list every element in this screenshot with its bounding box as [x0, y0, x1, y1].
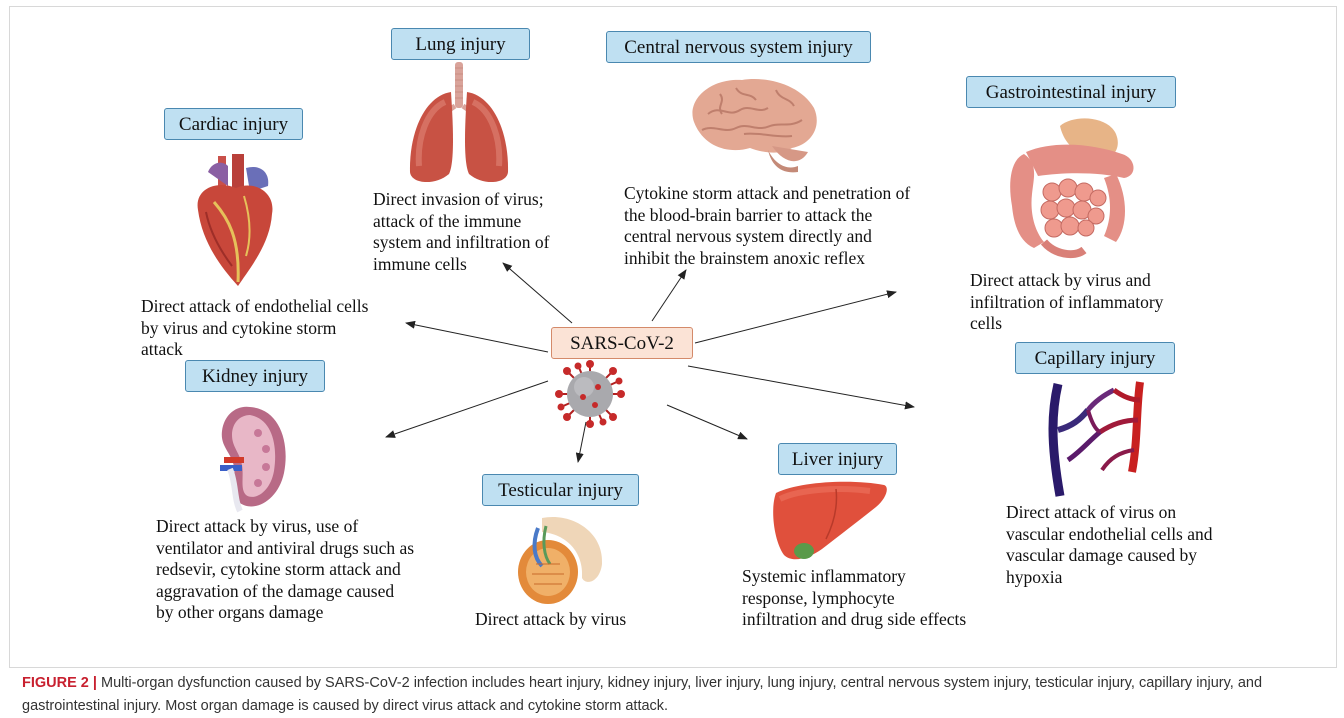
figure-caption: FIGURE 2 | Multi-organ dysfunction cause… [22, 672, 1322, 718]
capillary-injury-label: Capillary injury [1015, 342, 1175, 374]
lung-description: Direct invasion of virus;attack of the i… [373, 189, 549, 275]
cns-injury-label: Central nervous system injury [606, 31, 871, 63]
kidney-injury-label: Kidney injury [185, 360, 325, 392]
testicular-description: Direct attack by virus [475, 609, 626, 631]
kidney-icon [210, 403, 290, 513]
virus-label: SARS-CoV-2 [551, 327, 693, 359]
testis-icon [512, 512, 606, 606]
testicular-injury-label: Testicular injury [482, 474, 639, 506]
heart-icon [188, 152, 280, 290]
gastro-injury-label: Gastrointestinal injury [966, 76, 1176, 108]
cardiac-injury-label: Cardiac injury [164, 108, 303, 140]
caption-label: FIGURE 2 | [22, 675, 97, 691]
lung-icon [405, 62, 513, 186]
capillary-icon [1040, 380, 1150, 498]
caption-text: Multi-organ dysfunction caused by SARS-C… [22, 675, 1262, 714]
lung-injury-label: Lung injury [391, 28, 530, 60]
brain-icon [680, 74, 822, 174]
cns-description: Cytokine storm attack and penetration of… [624, 183, 910, 269]
virus-icon [553, 359, 627, 429]
liver-icon [770, 479, 890, 569]
liver-injury-label: Liver injury [778, 443, 897, 475]
intestine-icon [1004, 114, 1144, 260]
